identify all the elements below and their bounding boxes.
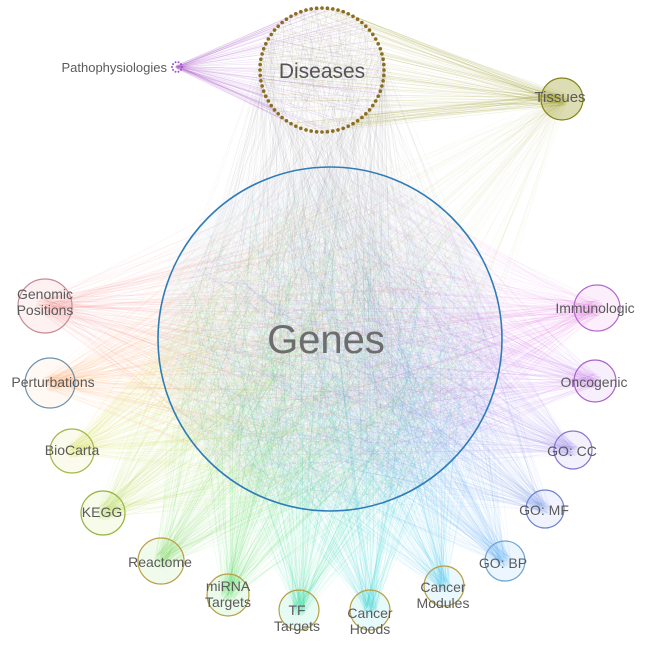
- edge-bundle-tissues-diseases: [259, 7, 569, 133]
- label-cancer-modules: Cancer: [420, 579, 465, 595]
- edge-bundle-genes-genes: [169, 179, 492, 499]
- label-immunologic: Immunologic: [555, 300, 634, 316]
- edge-bundle-go-bp-genes: [175, 177, 512, 568]
- node-biocarta[interactable]: [49, 428, 95, 474]
- edge-bundle-go-mf-genes: [174, 174, 552, 516]
- node-tissues[interactable]: [540, 77, 584, 121]
- label-tf-targets: Targets: [274, 618, 320, 634]
- label-layer: Genes Diseases PathophysiologiesTissuesGen…: [11, 60, 634, 637]
- label-oncogenic: Oncogenic: [561, 374, 628, 390]
- edge-bundle-kegg-genes: [95, 208, 480, 521]
- node-genes[interactable]: [157, 166, 503, 512]
- node-cancer-hoods[interactable]: [349, 589, 391, 631]
- edge-bundle-tissues-genes: [175, 91, 569, 496]
- label-cancer-hoods: Hoods: [350, 621, 390, 637]
- node-kegg[interactable]: [80, 490, 126, 536]
- edge-bundle-pathophysiologies-diseases: [175, 7, 385, 133]
- label-reactome: Reactome: [128, 554, 192, 570]
- label-mirna-targets: Targets: [205, 594, 251, 610]
- node-oncogenic[interactable]: [573, 359, 617, 403]
- node-pathophysiologies[interactable]: [171, 61, 183, 73]
- label-cancer-hoods: Cancer: [347, 605, 392, 621]
- label-perturbations: Perturbations: [11, 374, 94, 390]
- node-tf-targets[interactable]: [278, 589, 320, 631]
- label-biocarta: BioCarta: [45, 442, 100, 458]
- edge-bundle-cancer-hoods-genes: [176, 184, 492, 617]
- edge-layer: [35, 7, 605, 617]
- label-mirna-targets: miRNA: [206, 578, 251, 594]
- node-mirna-targets[interactable]: [206, 573, 250, 617]
- node-cancer-modules[interactable]: [423, 565, 465, 607]
- node-layer: [17, 6, 621, 631]
- label-tf-targets: TF: [288, 602, 305, 618]
- label-genes: Genes: [267, 318, 385, 362]
- edge-bundle-cancer-modules-genes: [164, 186, 493, 593]
- label-genomic-positions: Genomic: [17, 286, 73, 302]
- label-go-cc: GO: CC: [547, 443, 597, 459]
- node-diseases[interactable]: [258, 6, 386, 134]
- edge-bundle-diseases-genes: [165, 7, 491, 505]
- edge-bundle-perturbations-genes: [41, 178, 489, 494]
- label-cancer-modules: Modules: [417, 595, 470, 611]
- edge-bundle-genomic-positions-genes: [35, 173, 495, 503]
- edge-bundle-diseases-diseases: [263, 14, 379, 127]
- label-genomic-positions: Positions: [17, 302, 74, 318]
- label-kegg: KEGG: [82, 504, 122, 520]
- node-go-cc[interactable]: [553, 430, 593, 470]
- node-go-mf[interactable]: [525, 489, 565, 529]
- edge-bundle-tf-targets-genes: [168, 187, 491, 617]
- node-go-bp[interactable]: [484, 540, 526, 582]
- edge-bundle-reactome-genes: [152, 179, 492, 570]
- node-reactome[interactable]: [137, 537, 185, 585]
- label-go-bp: GO: BP: [479, 555, 527, 571]
- edge-bundle-oncogenic-genes: [184, 174, 603, 496]
- edge-bundle-immunologic-genes: [166, 176, 605, 504]
- node-immunologic[interactable]: [573, 284, 621, 332]
- node-genomic-positions[interactable]: [17, 278, 73, 334]
- edge-bundle-go-cc-genes: [171, 176, 580, 500]
- label-pathophysiologies: Pathophysiologies: [61, 60, 167, 75]
- edge-bundle-biocarta-genes: [64, 176, 492, 487]
- label-tissues: Tissues: [534, 89, 585, 106]
- node-perturbations[interactable]: [24, 357, 76, 409]
- label-go-mf: GO: MF: [519, 502, 569, 518]
- label-diseases: Diseases: [279, 60, 365, 83]
